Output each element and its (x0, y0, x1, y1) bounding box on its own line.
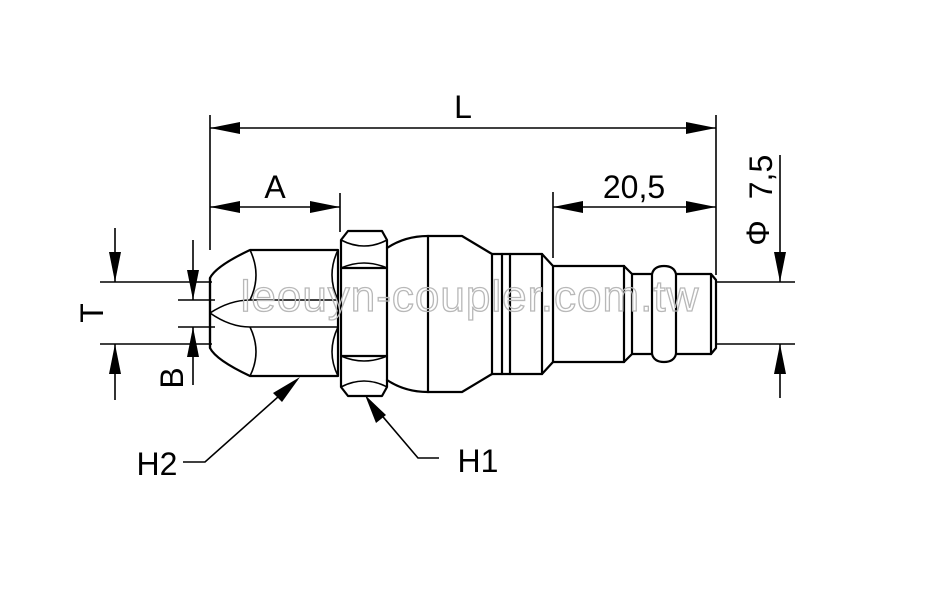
label-T: T (74, 303, 110, 323)
label-H1: H1 (458, 443, 499, 479)
watermark-text: leouyn-coupler.com.tw (241, 272, 700, 321)
body-hex (339, 229, 389, 398)
label-diameter-value: 7,5 (743, 155, 779, 199)
label-B: B (154, 367, 190, 388)
label-H2: H2 (137, 446, 178, 482)
main-body (426, 234, 555, 394)
label-L: L (454, 89, 472, 125)
dimension-T: T (74, 228, 212, 400)
dimension-diameter: Φ 7,5 (716, 155, 795, 398)
leader-H1: H1 (365, 395, 498, 479)
leader-H2: H2 (137, 377, 300, 482)
dimension-L: L (209, 89, 717, 275)
dimension-20-5: 20,5 (552, 169, 716, 258)
label-20-5: 20,5 (603, 169, 665, 205)
hose-nut (208, 248, 340, 378)
dimension-B: B (154, 240, 215, 389)
dimension-A: A (210, 169, 341, 232)
label-diameter-symbol: Φ (740, 220, 776, 246)
collar (385, 234, 430, 394)
label-A: A (264, 169, 286, 205)
plug-stem (551, 264, 718, 364)
